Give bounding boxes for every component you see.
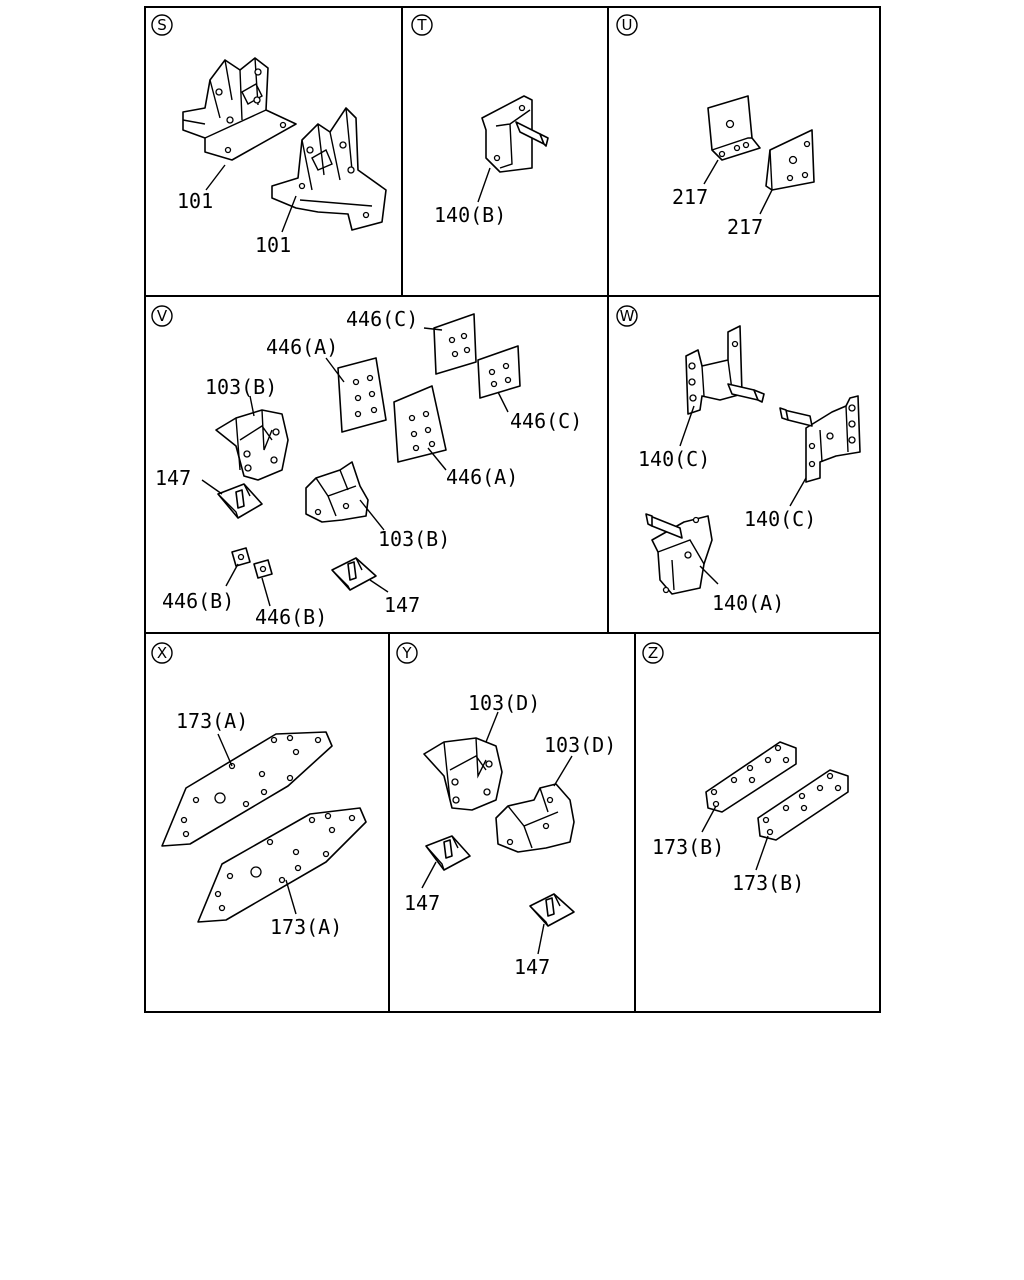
svg-text:S: S	[157, 16, 167, 34]
panel-v-badge: V	[151, 305, 173, 327]
diagram-frame	[144, 6, 881, 1013]
part-140b	[481, 95, 549, 173]
label-147-c: 147	[404, 891, 440, 915]
part-147-lower	[331, 557, 377, 591]
svg-text:Z: Z	[648, 644, 658, 662]
panel-t-badge: T	[411, 14, 433, 36]
part-217-lower	[765, 129, 815, 191]
label-140a: 140(A)	[712, 591, 784, 615]
label-217-a: 217	[672, 185, 708, 209]
part-446c-upper	[433, 313, 477, 375]
part-147-lower-y	[529, 893, 575, 927]
panel-s: S 101 101	[151, 14, 387, 257]
part-446c-lower	[477, 345, 521, 399]
label-446a-b: 446(A)	[446, 465, 518, 489]
panel-u: U 217 217	[616, 14, 815, 239]
label-140c-a: 140(C)	[638, 447, 710, 471]
label-101-a: 101	[177, 189, 213, 213]
part-103b-lower	[305, 461, 369, 523]
label-173b-b: 173(B)	[732, 871, 804, 895]
label-446b-b: 446(B)	[255, 605, 327, 629]
part-103d-upper	[423, 737, 503, 811]
panel-u-badge: U	[616, 14, 638, 36]
part-140c-right	[779, 395, 861, 483]
label-173a-a: 173(A)	[176, 709, 248, 733]
label-217-b: 217	[727, 215, 763, 239]
label-446c-b: 446(C)	[510, 409, 582, 433]
panel-v: V	[151, 305, 582, 629]
label-103b-b: 103(B)	[378, 527, 450, 551]
panel-w: W	[616, 305, 861, 615]
label-103b-a: 103(B)	[205, 375, 277, 399]
part-173a-lower	[197, 807, 367, 923]
svg-text:U: U	[622, 16, 633, 34]
part-147-upper-y	[425, 835, 471, 871]
part-101-lower	[271, 107, 387, 231]
label-140b: 140(B)	[434, 203, 506, 227]
part-140a	[645, 513, 713, 595]
label-103d-a: 103(D)	[468, 691, 540, 715]
label-173a-b: 173(A)	[270, 915, 342, 939]
part-173a-upper	[161, 731, 333, 847]
part-103d-lower	[495, 783, 575, 853]
label-147-a: 147	[155, 466, 191, 490]
part-217-upper	[707, 95, 761, 161]
part-446b-a	[231, 547, 251, 567]
label-446b-a: 446(B)	[162, 589, 234, 613]
panel-z-badge: Z	[642, 642, 664, 664]
part-173b-upper	[705, 741, 797, 813]
svg-text:Y: Y	[401, 644, 412, 662]
label-446a-a: 446(A)	[266, 335, 338, 359]
panel-t: T 140(B)	[411, 14, 549, 227]
panel-y-badge: Y	[396, 642, 418, 664]
label-446c-a: 446(C)	[346, 307, 418, 331]
panel-w-badge: W	[616, 305, 638, 327]
part-173b-lower	[757, 769, 849, 841]
part-446b-b	[253, 559, 273, 579]
panel-x: X	[151, 642, 367, 939]
svg-text:V: V	[157, 307, 168, 325]
label-103d-b: 103(D)	[544, 733, 616, 757]
part-147-upper	[217, 483, 263, 519]
part-446a-upper	[337, 357, 387, 433]
svg-text:T: T	[416, 16, 427, 34]
label-140c-b: 140(C)	[744, 507, 816, 531]
svg-text:X: X	[157, 644, 167, 662]
label-173b-a: 173(B)	[652, 835, 724, 859]
part-140c-left	[685, 325, 765, 415]
panel-s-badge: S	[151, 14, 173, 36]
svg-text:W: W	[620, 307, 635, 325]
label-101-b: 101	[255, 233, 291, 257]
panel-z: Z 173(B) 173(B)	[642, 642, 849, 895]
part-446a-lower	[393, 385, 447, 463]
panel-x-badge: X	[151, 642, 173, 664]
panel-y: Y 103(D)	[396, 642, 616, 979]
label-147-b: 147	[384, 593, 420, 617]
part-103b-upper	[215, 409, 289, 481]
label-147-d: 147	[514, 955, 550, 979]
part-101-upper	[182, 57, 297, 161]
